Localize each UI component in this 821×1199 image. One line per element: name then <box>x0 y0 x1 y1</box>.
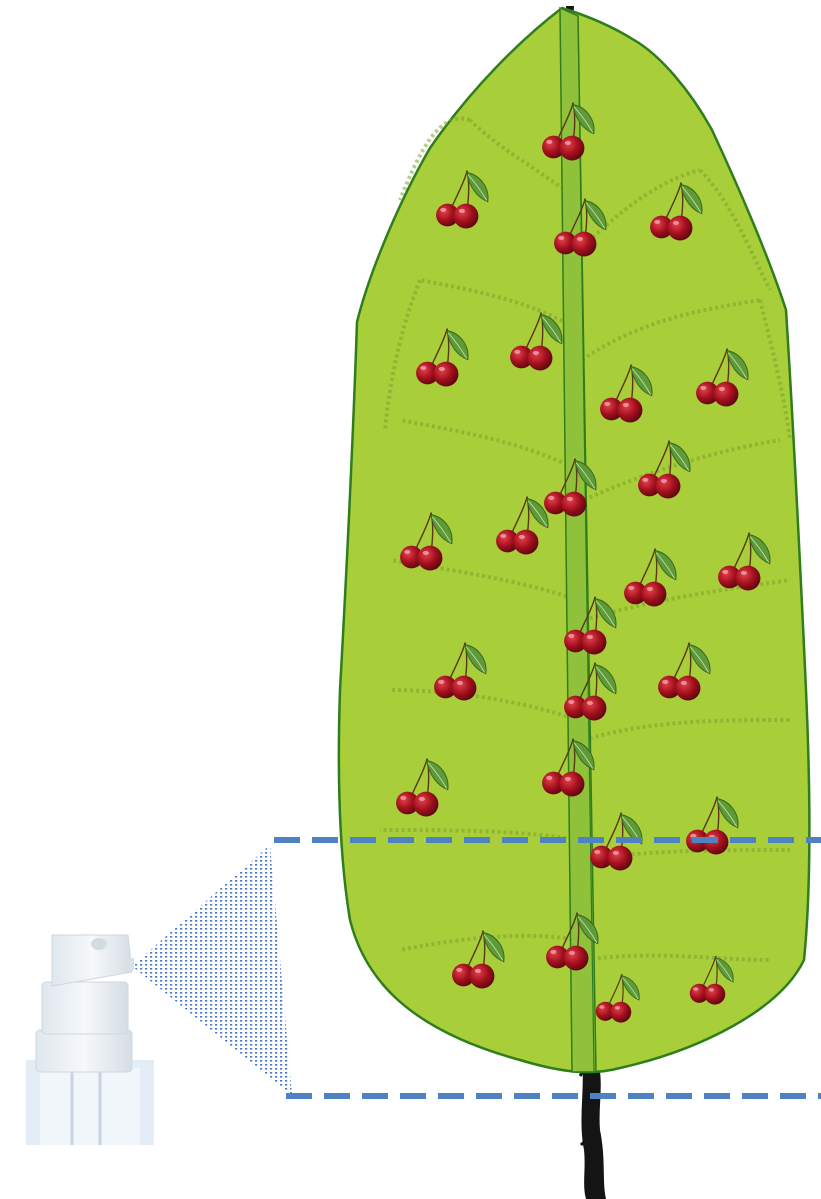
trunk <box>580 1060 606 1199</box>
spray-cone <box>132 845 292 1095</box>
